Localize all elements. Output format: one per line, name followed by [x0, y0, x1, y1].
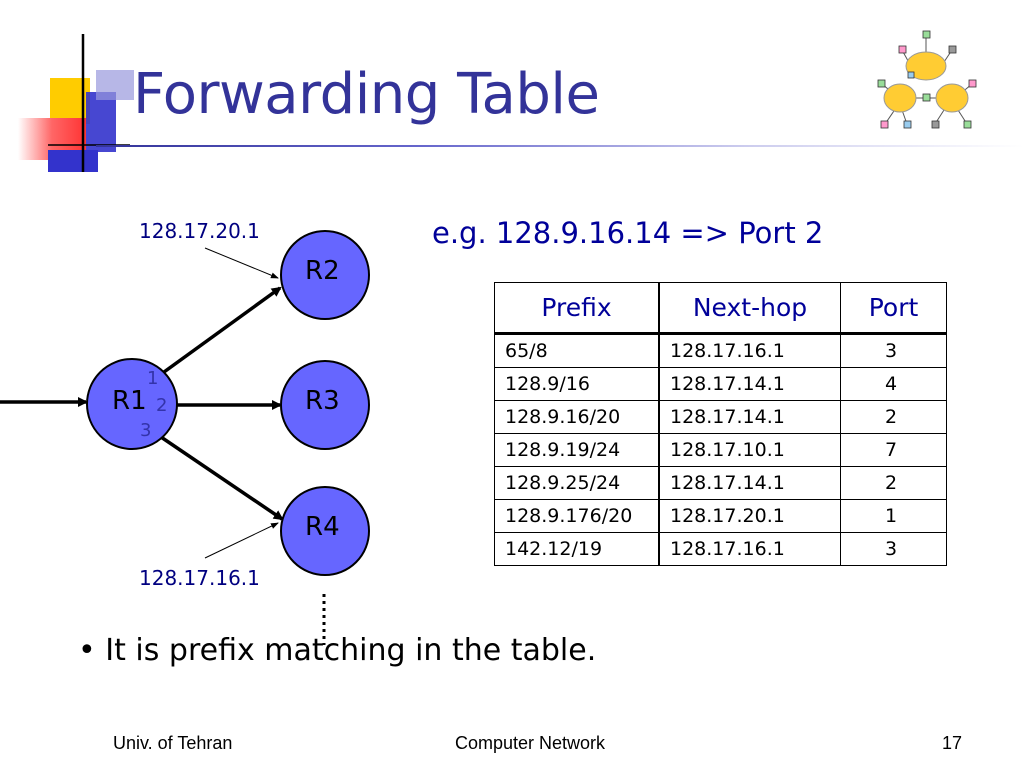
corner-decoration	[18, 34, 134, 172]
router-r1	[86, 358, 178, 450]
example-text: e.g. 128.9.16.14 => Port 2	[432, 216, 824, 250]
network-diagram	[0, 247, 326, 645]
pointer-bottom-address	[204, 522, 279, 559]
header-port: Port	[840, 282, 947, 335]
port-2-label: 2	[156, 395, 168, 416]
cell-prefix: 142.12/19	[494, 532, 660, 566]
cell-port: 3	[840, 532, 947, 566]
cell-next-hop: 128.17.14.1	[659, 400, 841, 434]
cell-port: 1	[840, 499, 947, 533]
cell-next-hop: 128.17.16.1	[659, 532, 841, 566]
table-row: 128.9.176/20 128.17.20.1 1	[494, 499, 947, 533]
pointer-top-address	[204, 247, 279, 279]
arrow-r1-r2	[162, 286, 282, 374]
cell-prefix: 128.9.25/24	[494, 466, 660, 500]
network-clouds-icon	[877, 30, 977, 129]
table-header-row: Prefix Next-hop Port	[494, 282, 947, 335]
cell-port: 7	[840, 433, 947, 467]
cell-port: 3	[840, 333, 947, 368]
slide-title: Forwarding Table	[133, 62, 600, 127]
bullet-marker: •	[78, 633, 96, 668]
table-row: 142.12/19 128.17.16.1 3	[494, 532, 947, 566]
cell-prefix: 128.9.176/20	[494, 499, 660, 533]
cell-prefix: 65/8	[494, 333, 660, 368]
address-bottom: 128.17.16.1	[139, 566, 260, 590]
router-r4-label: R4	[305, 512, 340, 542]
cell-next-hop: 128.17.10.1	[659, 433, 841, 467]
router-r3-label: R3	[305, 386, 340, 416]
footer-left: Univ. of Tehran	[113, 733, 233, 753]
page-number: 17	[942, 733, 963, 753]
router-r3	[280, 360, 370, 450]
router-r2-label: R2	[305, 256, 340, 286]
cell-port: 2	[840, 400, 947, 434]
cell-prefix: 128.9.16/20	[494, 400, 660, 434]
title-underline	[96, 145, 1024, 147]
footer-center: Computer Network	[455, 733, 606, 753]
port-1-label: 1	[147, 368, 159, 389]
table-row: 128.9.25/24 128.17.14.1 2	[494, 466, 947, 500]
router-r4	[280, 486, 370, 576]
bullet-text: It is prefix matching in the table.	[105, 633, 597, 668]
lavender-square	[96, 70, 134, 100]
cell-port: 4	[840, 367, 947, 401]
cell-next-hop: 128.17.14.1	[659, 367, 841, 401]
blue-bar	[86, 92, 116, 152]
router-r2	[280, 230, 370, 320]
cell-port: 2	[840, 466, 947, 500]
header-next-hop: Next-hop	[659, 282, 841, 335]
blue-square	[48, 150, 98, 172]
table-row: 128.9.16/20 128.17.14.1 2	[494, 400, 947, 434]
cell-next-hop: 128.17.16.1	[659, 333, 841, 368]
cell-next-hop: 128.17.20.1	[659, 499, 841, 533]
cell-next-hop: 128.17.14.1	[659, 466, 841, 500]
cell-prefix: 128.9.19/24	[494, 433, 660, 467]
forwarding-table: Prefix Next-hop Port 65/8 128.17.16.1 3 …	[494, 282, 947, 566]
header-prefix: Prefix	[494, 282, 660, 335]
table-row: 128.9/16 128.17.14.1 4	[494, 367, 947, 401]
address-top: 128.17.20.1	[139, 219, 260, 243]
router-r1-label: R1	[112, 386, 147, 416]
port-3-label: 3	[140, 420, 152, 441]
bullet-point: • It is prefix matching in the table.	[78, 633, 596, 668]
arrow-r1-r4	[157, 433, 284, 521]
table-row: 128.9.19/24 128.17.10.1 7	[494, 433, 947, 467]
table-row: 65/8 128.17.16.1 3	[494, 333, 947, 368]
cell-prefix: 128.9/16	[494, 367, 660, 401]
